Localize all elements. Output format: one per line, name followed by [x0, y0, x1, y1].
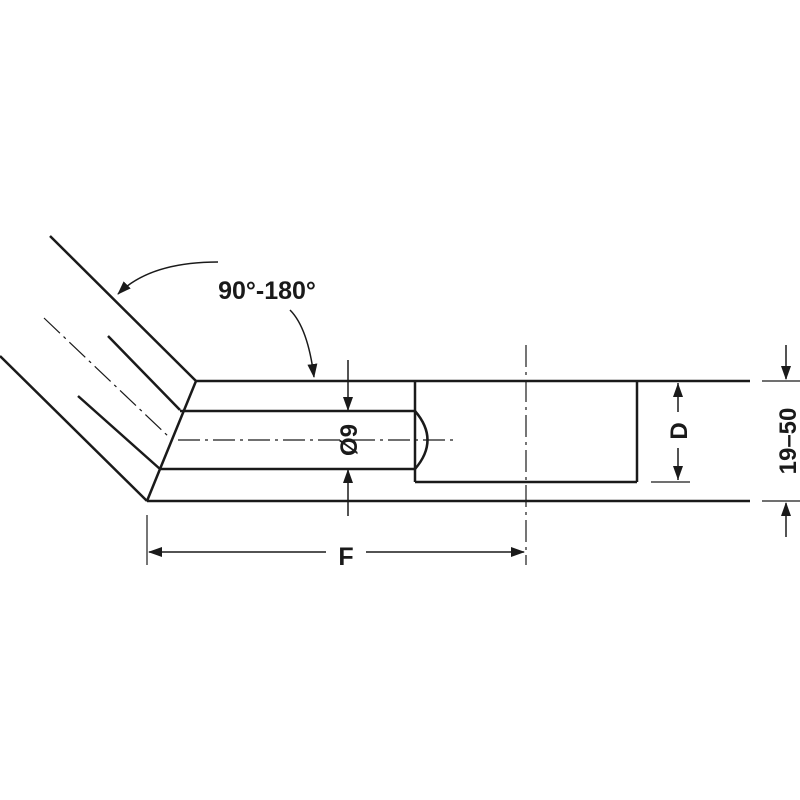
- distance-label: F: [338, 543, 353, 571]
- angle-arc-right: [289, 309, 318, 378]
- angle-label: 90°-180°: [218, 277, 316, 305]
- angled-panel-inner-edge: [0, 355, 148, 502]
- angle-arc-left: [117, 261, 219, 295]
- depth-arrow-bottom: [673, 466, 683, 480]
- depth-arrow-top: [673, 383, 683, 397]
- depth-label-gap: [666, 412, 690, 448]
- depth-label: D: [666, 422, 693, 439]
- diameter-label: Ø9: [336, 424, 363, 456]
- angled-panel-corner-bottom: [145, 468, 162, 502]
- angled-panel-hole-edge-upper: [107, 335, 181, 411]
- thickness-label: 19–50: [775, 408, 800, 475]
- angled-panel: [0, 235, 198, 502]
- angled-panel-corner-top: [158, 380, 198, 470]
- angled-panel-outer-edge: [49, 235, 197, 382]
- angled-panel-hole-edge-lower: [77, 395, 161, 470]
- angled-panel-centerline: [43, 317, 171, 439]
- horizontal-panel: [147, 379, 750, 503]
